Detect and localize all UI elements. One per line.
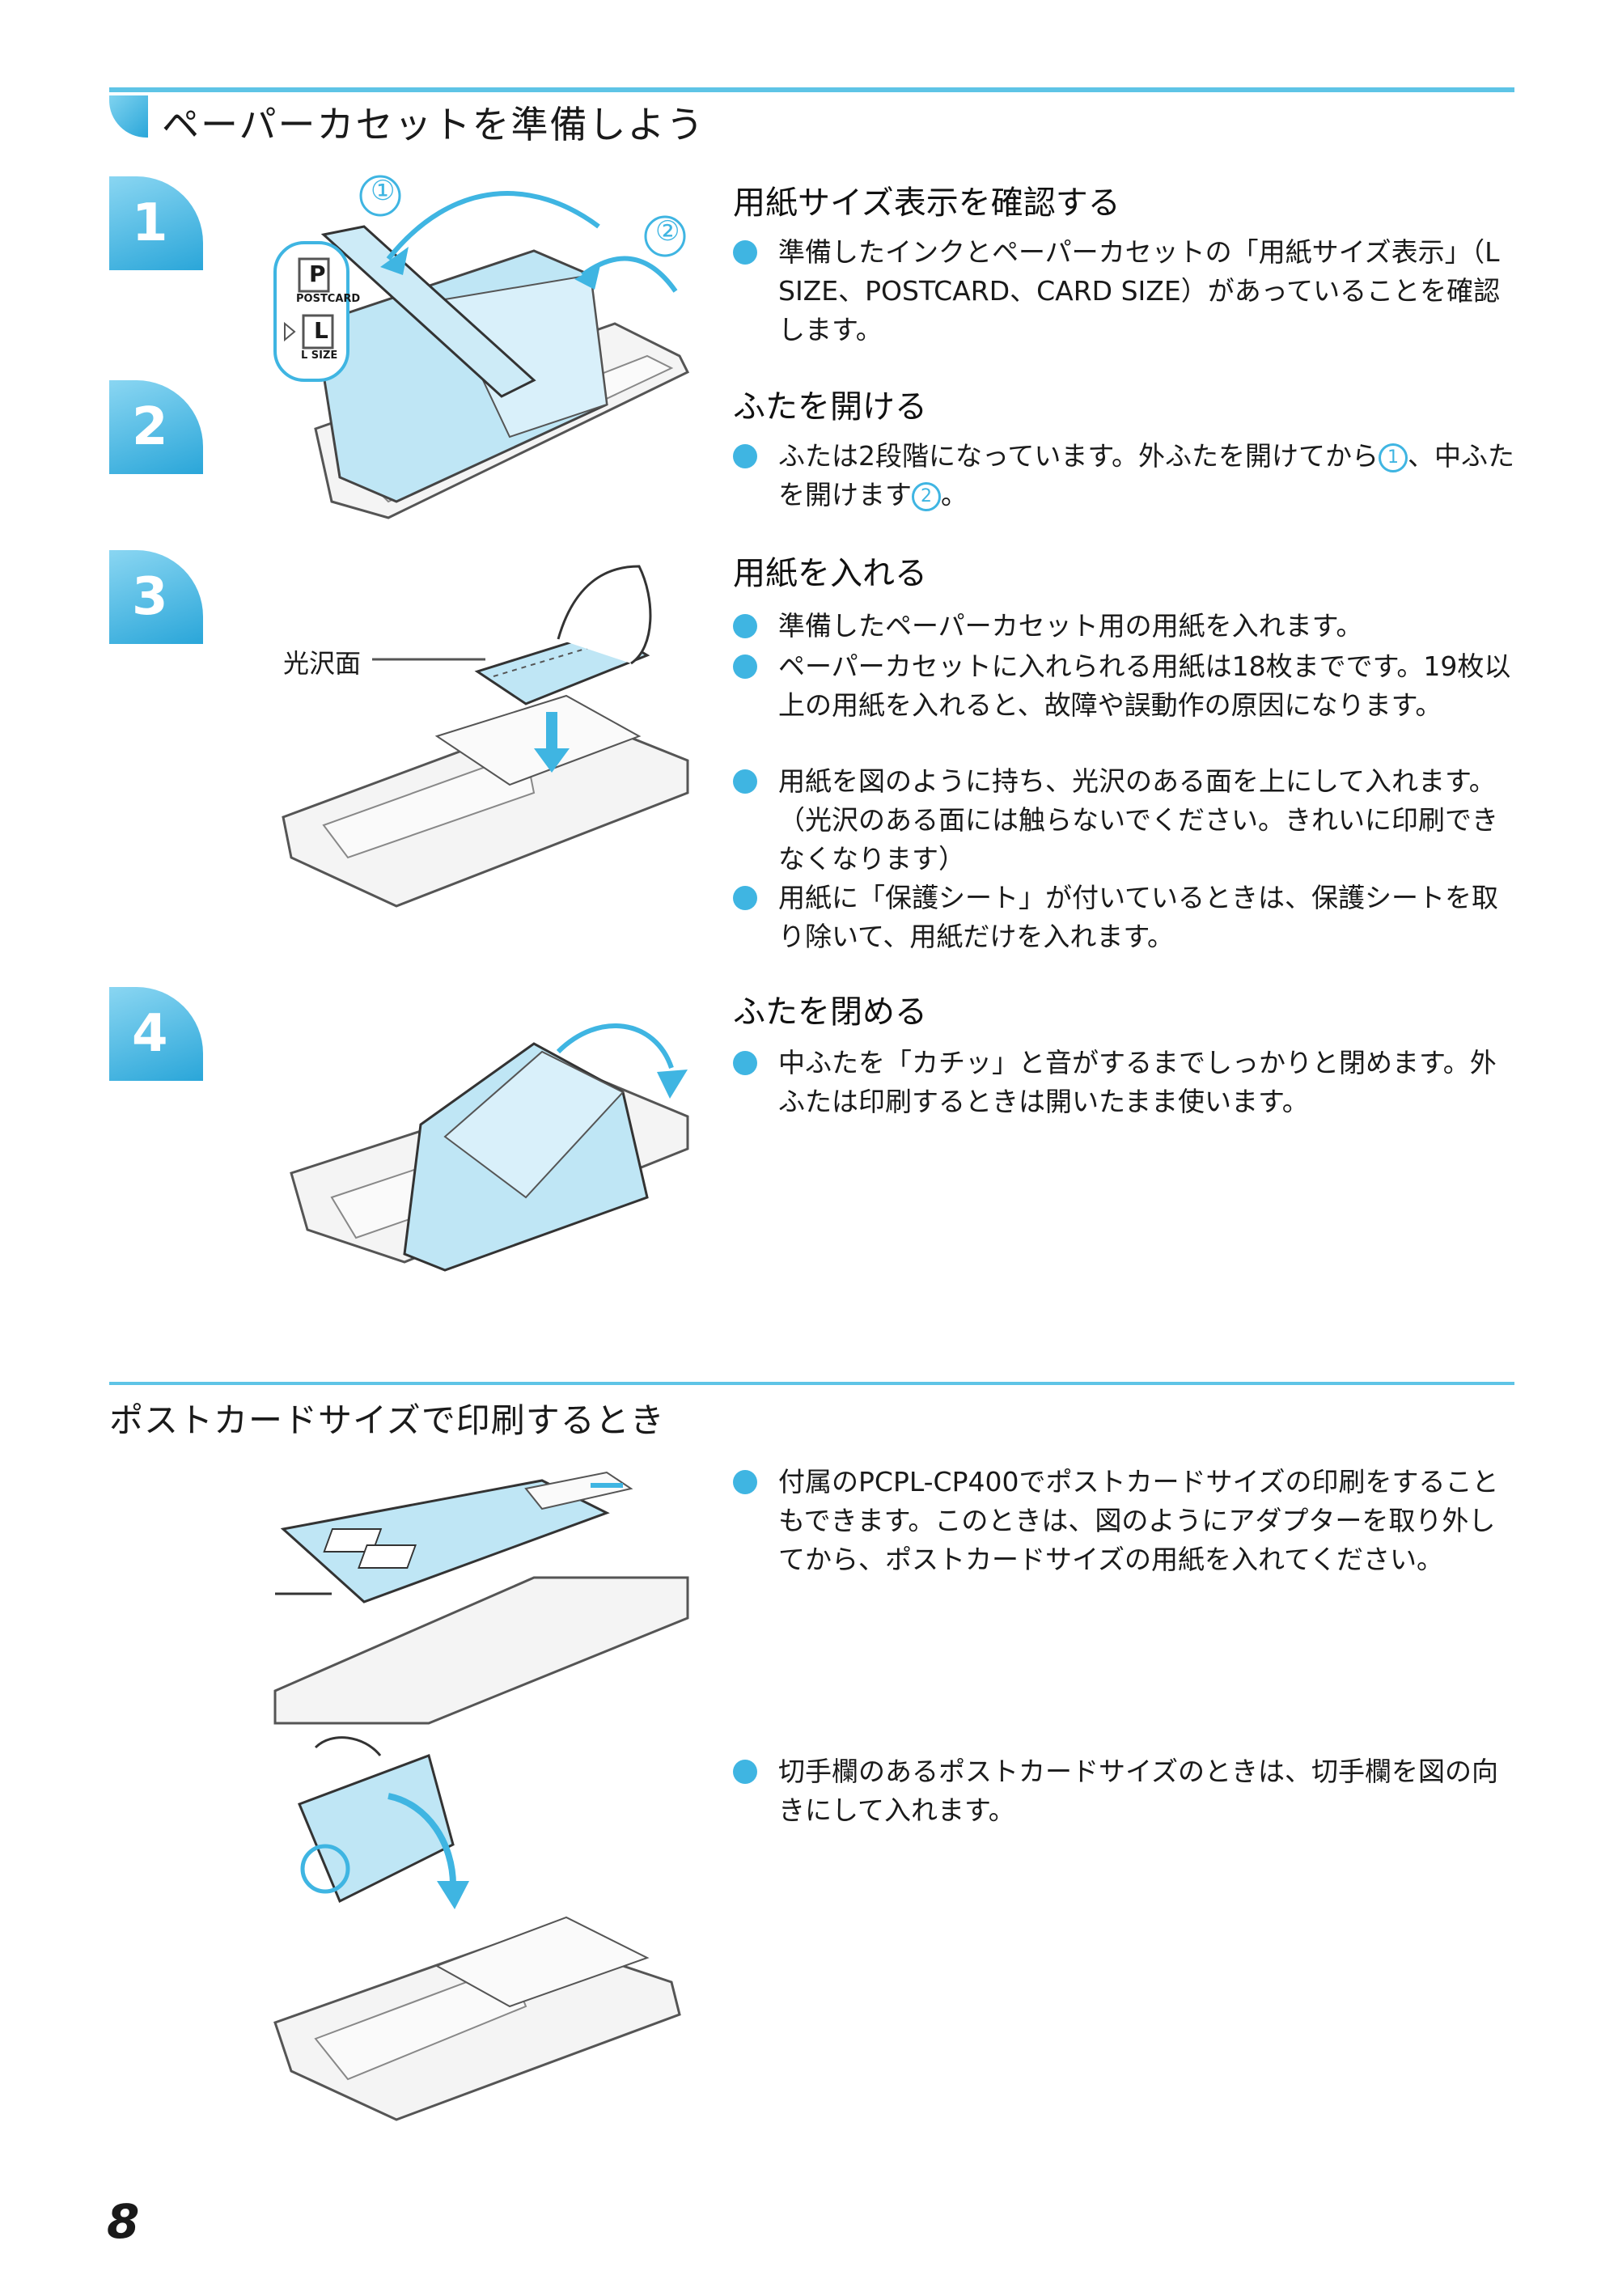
page-title: ペーパーカセットを準備しよう (162, 103, 705, 146)
step-badge-3: 3 (109, 550, 203, 644)
bullet-dot-icon (733, 444, 757, 468)
step-3-bullet-3: 用紙を図のように持ち、光沢のある面を上にして入れます。（光沢のある面には触らない… (733, 762, 1518, 879)
step-4-heading: ふたを閉める (733, 993, 927, 1031)
cassette-open-illustration (273, 175, 690, 519)
callout-2: ② (655, 215, 680, 248)
postcard-section-title: ポストカードサイズで印刷するとき (109, 1400, 665, 1440)
header-rule (109, 87, 1514, 92)
step-1-heading: 用紙サイズ表示を確認する (733, 184, 1120, 222)
step-3-bullet-1: 準備したペーパーカセット用の用紙を入れます。 (733, 607, 1518, 646)
step-1-bullet-1: 準備したインクとペーパーカセットの「用紙サイズ表示」（L SIZE、POSTCA… (733, 233, 1518, 349)
step-badge-2: 2 (109, 380, 203, 474)
bullet-dot-icon (733, 886, 757, 910)
bullet-dot-icon (733, 654, 757, 679)
step-badge-4: 4 (109, 987, 203, 1081)
bullet-dot-icon (733, 1470, 757, 1494)
bullet-dot-icon (733, 240, 757, 265)
step-2-heading: ふたを開ける (733, 388, 927, 426)
postcard-bullet-2: 切手欄のあるポストカードサイズのときは、切手欄を図の向きにして入れます。 (733, 1752, 1518, 1830)
postcard-bullet-1: 付属のPCPL-CP400でポストカードサイズの印刷をすることもできます。このと… (733, 1463, 1518, 1579)
step-badge-1: 1 (109, 176, 203, 270)
step-3-bullet-4: 用紙に「保護シート」が付いているときは、保護シートを取り除いて、用紙だけを入れま… (733, 879, 1518, 956)
size-letter-p: P (309, 261, 326, 287)
adapter-removal-illustration (273, 1471, 689, 1725)
size-label-l: L SIZE (301, 349, 338, 362)
step-3-bullet-2: ペーパーカセットに入れられる用紙は18枚までです。19枚以上の用紙を入れると、故… (733, 647, 1518, 725)
marker-2: 2 (912, 481, 941, 511)
bullet-dot-icon (733, 1760, 757, 1784)
step-4-bullet-1: 中ふたを「カチッ」と音がするまでしっかりと閉めます。外ふたは印刷するときは開いた… (733, 1044, 1518, 1121)
bullet-dot-icon (733, 1051, 757, 1075)
insert-paper-illustration (282, 565, 689, 908)
bullet-dot-icon (733, 769, 757, 794)
close-lid-illustration (290, 1023, 689, 1272)
callout-1: ① (371, 175, 396, 207)
postcard-section-rule (109, 1382, 1514, 1385)
gloss-surface-label: 光沢面 (283, 648, 362, 679)
marker-1: 1 (1379, 443, 1408, 472)
stamp-orientation-illustration (273, 1736, 681, 2121)
bullet-dot-icon (733, 614, 757, 638)
size-letter-l: L (314, 317, 328, 344)
title-tab-accent (109, 95, 148, 138)
step-3-heading: 用紙を入れる (733, 555, 927, 592)
page-number: 8 (107, 2194, 140, 2249)
size-label-postcard: POSTCARD (296, 293, 361, 305)
